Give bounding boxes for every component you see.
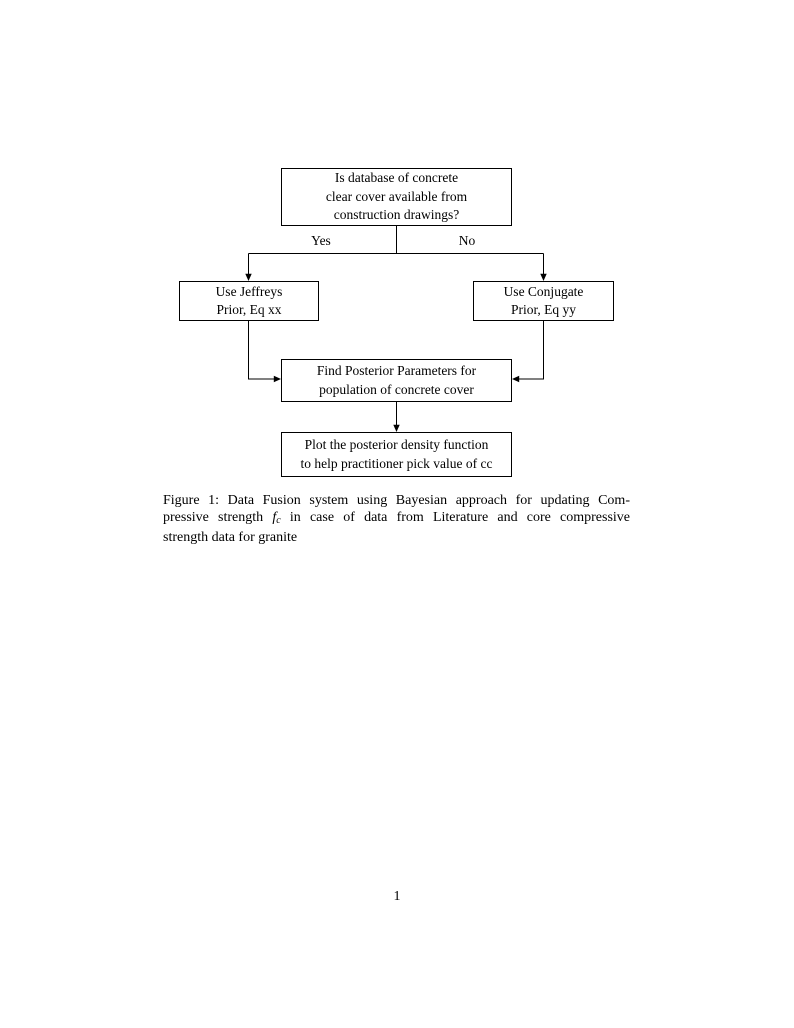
arrowhead-down-plot-icon bbox=[393, 424, 400, 432]
jeffreys-prior-box-line: Prior, Eq xx bbox=[216, 302, 282, 317]
edge-label-yes: Yes bbox=[311, 233, 331, 248]
figure-caption-line-1: Figure 1: Data Fusion system using Bayes… bbox=[163, 493, 630, 508]
jeffreys-prior-box-line: Use Jeffreys bbox=[215, 283, 283, 299]
page-number: 1 bbox=[393, 889, 401, 904]
math-f: f bbox=[272, 510, 277, 525]
math-fc-symbol: fc bbox=[272, 510, 281, 526]
flowchart-connectors bbox=[245, 226, 547, 432]
arrowhead-down-no-icon bbox=[540, 273, 547, 281]
connector-decision-split bbox=[248, 226, 544, 254]
plot-density-box-line: Plot the posterior density function bbox=[304, 437, 489, 452]
posterior-parameters-box-line: Find Posterior Parameters for bbox=[316, 363, 477, 378]
connector-jeffreys-posterior bbox=[248, 321, 276, 380]
decision-box: Is database of concrete clear cover avai… bbox=[281, 168, 512, 226]
edge-label-no: No bbox=[458, 233, 476, 248]
plot-density-box: Plot the posterior density function to h… bbox=[281, 432, 512, 477]
figure-flowchart: Is database of concrete clear cover avai… bbox=[179, 168, 614, 477]
figure-caption-line-2: pressive strength fc in case of data fro… bbox=[163, 509, 630, 529]
math-subscript-c: c bbox=[276, 515, 281, 526]
figure-caption-line-3: strength data for granite bbox=[163, 530, 298, 545]
conjugate-prior-box: Use Conjugate Prior, Eq yy bbox=[473, 281, 614, 321]
caption-text-before-math: pressive strength bbox=[163, 510, 264, 525]
decision-box-line: Is database of concrete bbox=[334, 170, 459, 186]
conjugate-prior-box-line: Prior, Eq yy bbox=[510, 302, 577, 317]
arrowhead-right-icon bbox=[273, 375, 281, 383]
figure-caption: Figure 1: Data Fusion system using Bayes… bbox=[163, 492, 630, 546]
decision-box-line: clear cover available from bbox=[325, 188, 468, 204]
arrowhead-left-icon bbox=[512, 375, 520, 383]
posterior-parameters-box: Find Posterior Parameters for population… bbox=[281, 359, 512, 402]
posterior-parameters-box-line: population of concrete cover bbox=[319, 381, 474, 397]
arrowhead-down-yes-icon bbox=[245, 273, 252, 281]
plot-density-box-line: to help practitioner pick value of cc bbox=[300, 455, 493, 471]
connector-conjugate-posterior bbox=[517, 321, 544, 380]
conjugate-prior-box-line: Use Conjugate bbox=[503, 283, 584, 299]
decision-box-line: construction drawings? bbox=[333, 207, 460, 223]
jeffreys-prior-box: Use Jeffreys Prior, Eq xx bbox=[179, 281, 319, 321]
caption-text-after-math: in case of data from Literature and core… bbox=[289, 510, 630, 525]
